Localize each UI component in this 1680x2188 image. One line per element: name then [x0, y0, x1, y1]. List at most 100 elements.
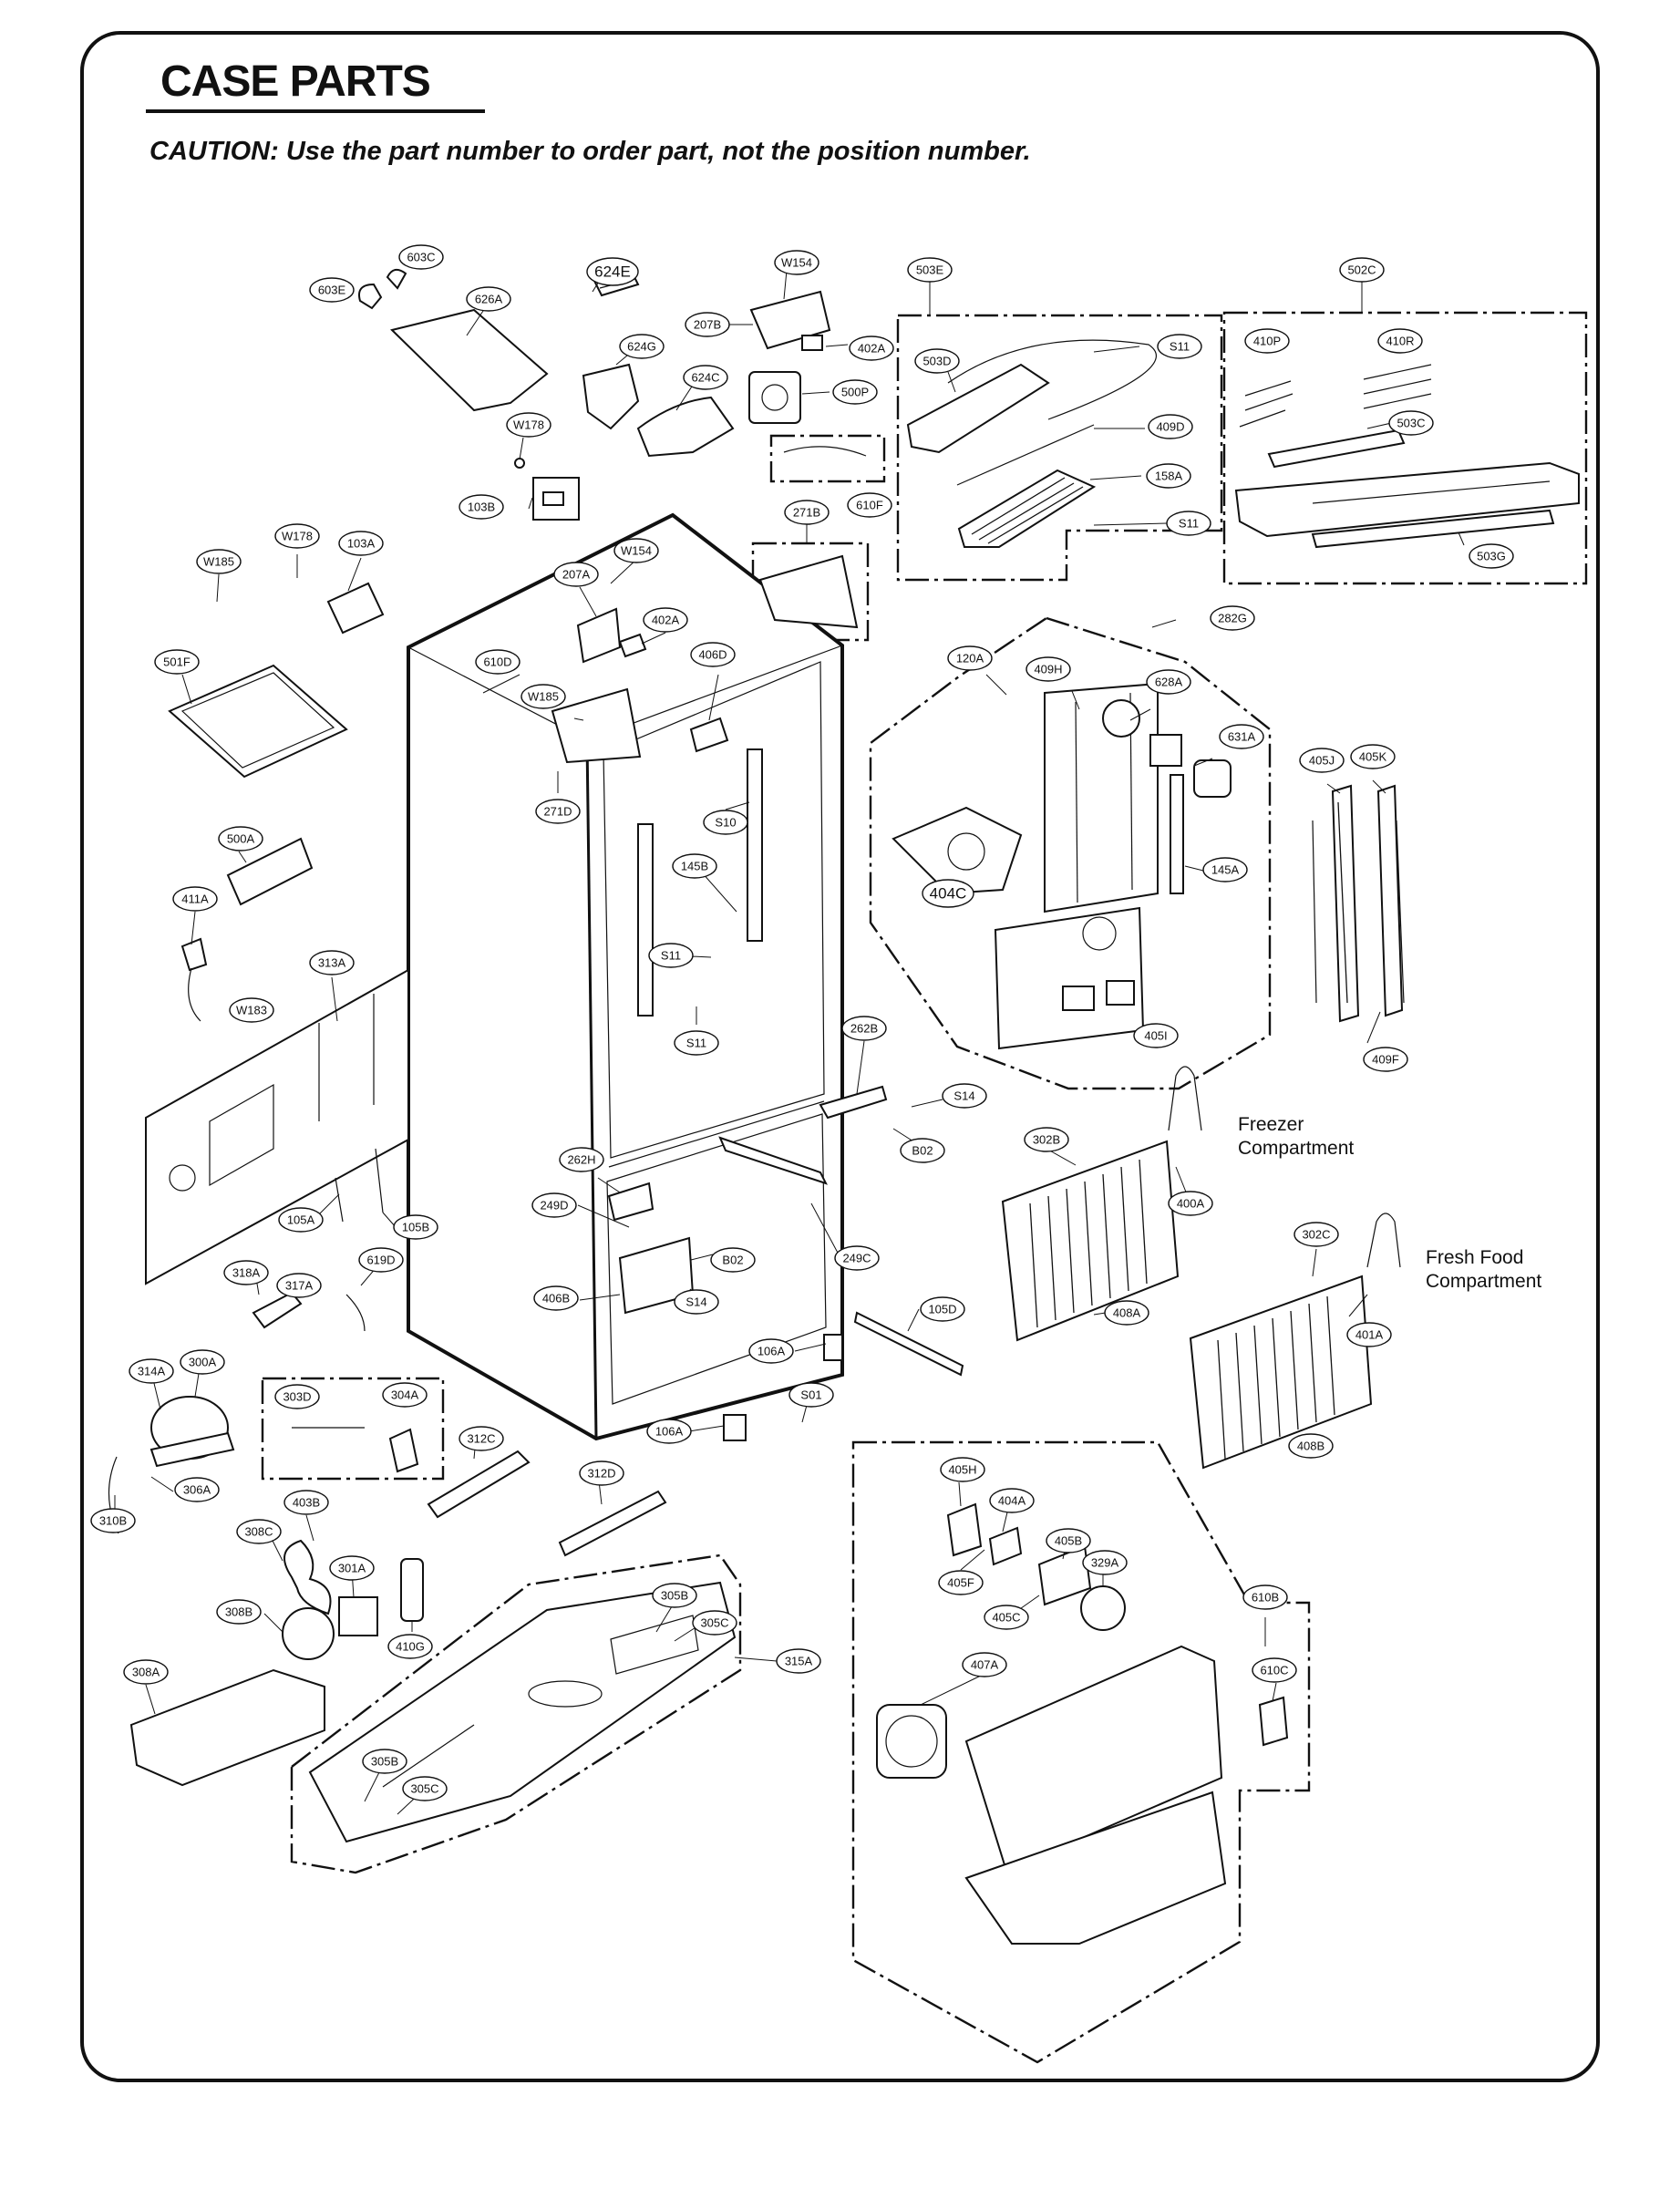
- dispenser-cover-626A: [390, 308, 549, 412]
- callout-500A: 500A: [218, 826, 263, 851]
- svg-text:410P: 410P: [1253, 335, 1281, 348]
- callout-304A: 304A: [382, 1382, 428, 1408]
- callout-619D: 619D: [358, 1247, 404, 1273]
- callout-301A: 301A: [329, 1555, 375, 1581]
- svg-text:207B: 207B: [694, 318, 721, 332]
- cover-610B: [964, 1645, 1223, 1873]
- callout-W178-mid: W178: [274, 523, 320, 549]
- board-500A: [226, 837, 314, 906]
- gaskets-405J-405K: [1312, 784, 1405, 1023]
- svg-text:106A: 106A: [655, 1425, 684, 1439]
- svg-text:408B: 408B: [1297, 1440, 1324, 1453]
- callout-410G: 410G: [387, 1634, 433, 1659]
- bracket-207A: [576, 607, 622, 664]
- svg-text:103B: 103B: [468, 501, 495, 514]
- callout-158A: 158A: [1146, 463, 1191, 489]
- callout-S14-a: S14: [942, 1083, 987, 1109]
- svg-text:603E: 603E: [318, 284, 346, 297]
- svg-text:120A: 120A: [956, 652, 984, 666]
- group-315A: [290, 1553, 742, 1874]
- bracket-271D: [551, 687, 642, 764]
- callout-411A: 411A: [172, 886, 218, 912]
- callout-405F: 405F: [938, 1570, 984, 1595]
- hinge-262B: [819, 1085, 888, 1120]
- svg-text:610B: 610B: [1252, 1591, 1279, 1605]
- refrigerator-cabinet: [407, 512, 844, 1441]
- svg-text:610F: 610F: [856, 499, 883, 512]
- svg-text:314A: 314A: [138, 1365, 166, 1378]
- svg-text:624E: 624E: [594, 263, 631, 281]
- svg-text:W185: W185: [528, 690, 559, 704]
- callout-624G: 624G: [619, 334, 665, 359]
- callout-145A: 145A: [1202, 857, 1248, 882]
- callout-310B: 310B: [90, 1508, 136, 1533]
- dispenser-cover-parts: [358, 264, 867, 521]
- svg-text:407A: 407A: [971, 1658, 999, 1672]
- svg-text:301A: 301A: [338, 1562, 366, 1575]
- svg-text:303D: 303D: [283, 1390, 311, 1404]
- fresh-food-evaporator: [1189, 1213, 1401, 1470]
- back-panel-313A: [145, 968, 409, 1285]
- grille-158A: [957, 469, 1097, 548]
- callout-405K: 405K: [1350, 744, 1396, 769]
- callout-305B-upper: 305B: [652, 1583, 697, 1608]
- capacitor-410G: [400, 1558, 424, 1622]
- callout-631A: 631A: [1219, 724, 1264, 749]
- svg-text:410R: 410R: [1386, 335, 1414, 348]
- cover-503D: [906, 363, 1050, 454]
- tape-503C: [1267, 428, 1406, 469]
- callout-317A: 317A: [276, 1273, 322, 1298]
- freezer-compartment-label: Freezer Compartment: [1238, 1114, 1354, 1159]
- callout-610D: 610D: [475, 649, 520, 675]
- callout-W183: W183: [229, 997, 274, 1023]
- cover-105D: [853, 1311, 964, 1377]
- svg-text:305B: 305B: [371, 1755, 398, 1769]
- svg-text:628A: 628A: [1155, 676, 1183, 689]
- svg-text:619D: 619D: [366, 1254, 395, 1267]
- cover-145B: [637, 823, 654, 1017]
- svg-text:405I: 405I: [1144, 1029, 1167, 1043]
- callout-106A-upper: 106A: [748, 1338, 794, 1364]
- callout-402A-top: 402A: [849, 335, 894, 361]
- svg-text:409H: 409H: [1034, 663, 1062, 676]
- callout-402A-mid: 402A: [643, 607, 688, 633]
- callout-S14-b: S14: [674, 1289, 719, 1315]
- svg-text:404A: 404A: [998, 1494, 1026, 1508]
- gasket-631A: [1149, 734, 1182, 767]
- svg-text:402A: 402A: [652, 614, 680, 627]
- bracket-406D: [689, 717, 729, 753]
- svg-text:313A: 313A: [318, 956, 346, 970]
- callout-S11-a: S11: [1157, 334, 1202, 359]
- svg-text:Fresh Food: Fresh Food: [1426, 1247, 1523, 1268]
- case-405I: [994, 906, 1145, 1050]
- callout-302B: 302B: [1024, 1127, 1069, 1152]
- callout-410R: 410R: [1377, 328, 1423, 354]
- callout-626A: 626A: [466, 286, 511, 312]
- svg-text:262H: 262H: [567, 1153, 595, 1167]
- evaporator-408B: [1189, 1275, 1373, 1470]
- callout-624E: 624E: [586, 257, 639, 286]
- callout-409D: 409D: [1148, 414, 1193, 439]
- svg-text:624G: 624G: [627, 340, 656, 354]
- callout-410P: 410P: [1244, 328, 1290, 354]
- callout-408A: 408A: [1104, 1300, 1149, 1326]
- callout-305C-lower: 305C: [402, 1776, 448, 1801]
- svg-text:405F: 405F: [947, 1576, 974, 1590]
- callout-308B: 308B: [216, 1599, 262, 1625]
- svg-text:310B: 310B: [99, 1514, 127, 1528]
- page-frame: [80, 31, 1600, 2082]
- svg-text:631A: 631A: [1228, 730, 1256, 744]
- callout-313A: 313A: [309, 950, 355, 975]
- svg-text:410G: 410G: [396, 1640, 425, 1654]
- bracket-W154: [749, 290, 831, 350]
- callout-B02-b: B02: [710, 1247, 756, 1273]
- callout-409F: 409F: [1363, 1047, 1408, 1072]
- base-plate: [308, 1581, 737, 1843]
- callout-145B: 145B: [672, 853, 717, 879]
- svg-text:S11: S11: [1170, 340, 1190, 354]
- svg-text:304A: 304A: [391, 1388, 419, 1402]
- svg-text:405J: 405J: [1309, 754, 1335, 768]
- hinge-262H: [607, 1182, 654, 1222]
- control-panel-parts: [906, 339, 1580, 549]
